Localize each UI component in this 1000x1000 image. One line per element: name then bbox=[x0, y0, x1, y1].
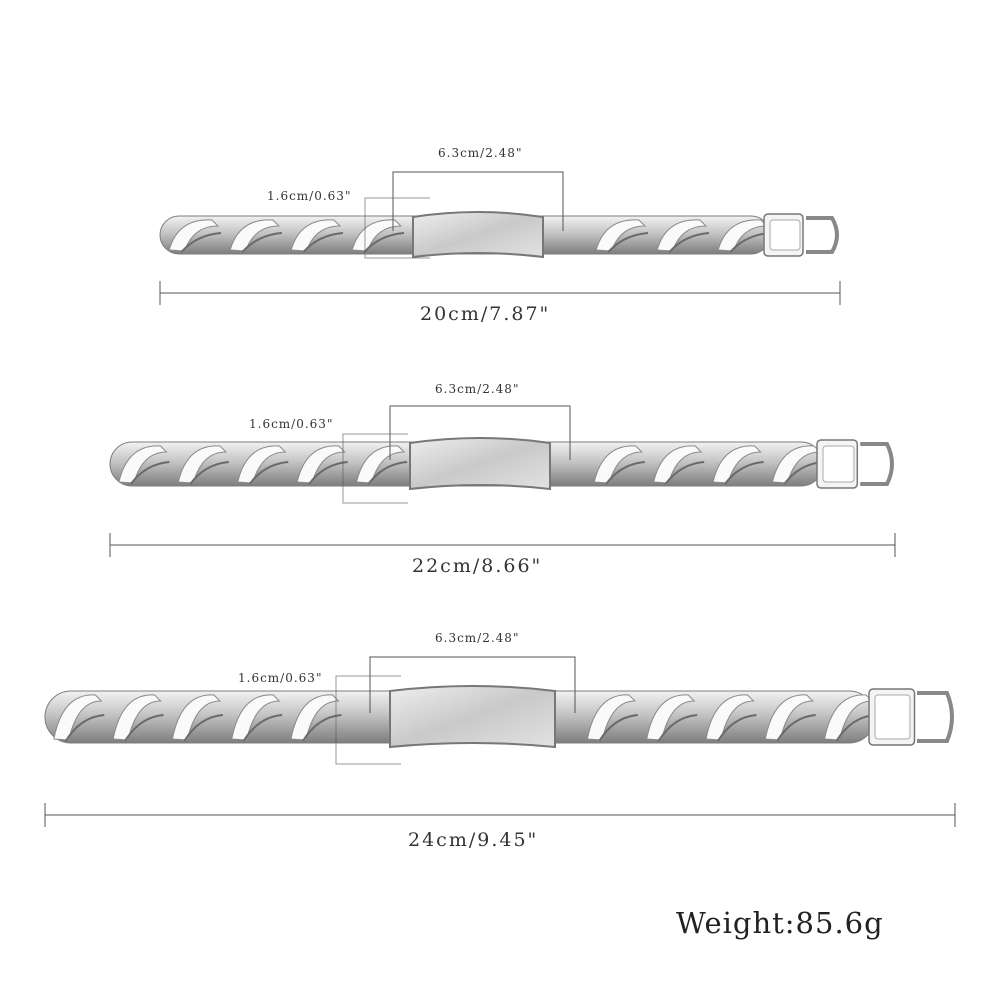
dimension-guides bbox=[109, 405, 896, 557]
length-label: 20cm/7.87" bbox=[420, 303, 551, 325]
band-width-label: 1.6cm/0.63" bbox=[267, 189, 352, 203]
bracelet-24cm-drawing bbox=[44, 656, 956, 827]
clasp bbox=[868, 688, 954, 746]
length-label: 22cm/8.66" bbox=[412, 555, 543, 577]
clasp bbox=[763, 213, 839, 257]
id-plate bbox=[389, 685, 556, 749]
length-label: 24cm/9.45" bbox=[408, 829, 539, 851]
dimension-guides bbox=[159, 171, 841, 305]
id-plate bbox=[412, 211, 544, 259]
band-width-label: 1.6cm/0.63" bbox=[238, 671, 323, 685]
id-plate bbox=[409, 437, 551, 491]
bracelet-20cm-drawing bbox=[159, 171, 841, 305]
band-width-label: 1.6cm/0.63" bbox=[249, 417, 334, 431]
dimension-guides bbox=[44, 656, 956, 827]
plate-width-label: 6.3cm/2.48" bbox=[438, 146, 523, 160]
clasp bbox=[816, 439, 894, 489]
bracelet-22cm-drawing bbox=[109, 405, 896, 557]
plate-width-label: 6.3cm/2.48" bbox=[435, 631, 520, 645]
weight-label: Weight:85.6g bbox=[676, 906, 884, 940]
plate-width-label: 6.3cm/2.48" bbox=[435, 382, 520, 396]
